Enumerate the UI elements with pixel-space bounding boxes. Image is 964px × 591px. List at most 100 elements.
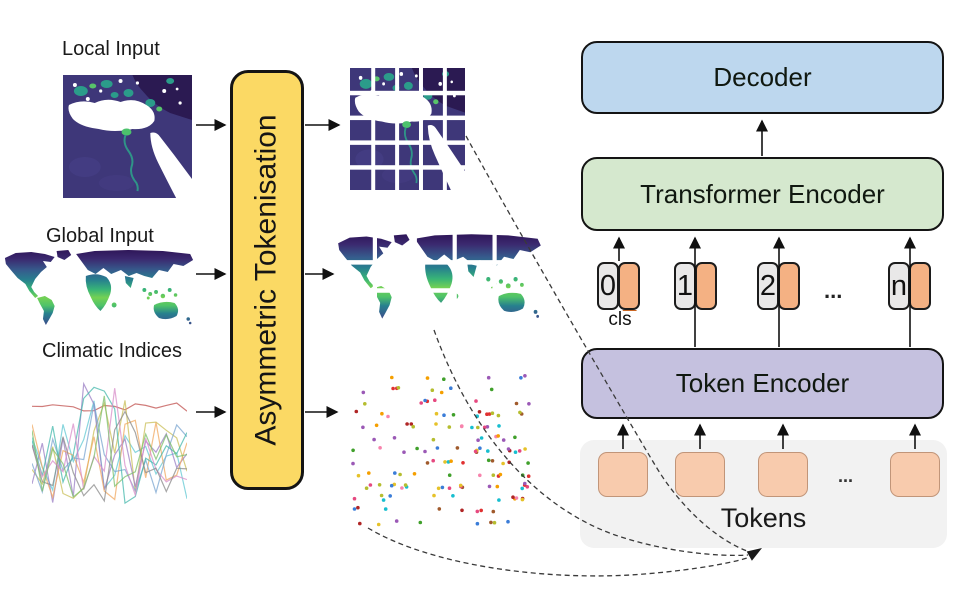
token-dot (523, 374, 527, 378)
token-dot (495, 484, 500, 489)
token-dot (513, 435, 517, 440)
token-dot (377, 483, 382, 487)
token-dot (486, 375, 491, 380)
token-dot (489, 520, 493, 525)
token-dot (435, 446, 440, 450)
tokens-panel-ellipsis: ... (838, 466, 854, 486)
token-dot (451, 494, 455, 498)
token-dot (388, 494, 392, 498)
token-dot (402, 450, 406, 454)
token-dot (447, 473, 452, 477)
token-square-1 (598, 452, 648, 497)
token-dot (491, 473, 496, 477)
token-dot (470, 425, 474, 430)
token-dot (496, 413, 501, 418)
token-dot (449, 386, 453, 390)
token-dot (476, 438, 480, 442)
climatic-index-line (32, 388, 187, 498)
token-dot (442, 413, 446, 417)
token-dot (434, 411, 439, 416)
token-dot (374, 423, 379, 428)
climatic-index-line (32, 402, 187, 412)
token-dot (419, 401, 423, 405)
token-dot (381, 498, 386, 502)
token-dot (492, 520, 497, 525)
token-square-n (890, 452, 940, 497)
position-token-1: 1 (674, 262, 717, 310)
cls-label: cls (608, 309, 632, 330)
token-dot (474, 399, 478, 403)
token-embedding-n (909, 262, 931, 310)
token-dot (436, 486, 441, 491)
climatic-indices-chart (32, 381, 187, 505)
asymmetric-tokenisation-label: Asymmetric Tokenisation (250, 114, 284, 446)
token-square-2 (675, 452, 725, 497)
token-dot (437, 507, 442, 511)
token-dot (409, 422, 414, 426)
token-dot (479, 508, 483, 513)
token-dot (498, 472, 503, 477)
token-dot (506, 519, 510, 524)
position-token-cls: 0 _ (597, 262, 640, 313)
token-dot (376, 522, 381, 527)
token-dot (439, 390, 444, 395)
climatic-index-line (32, 419, 187, 501)
token-dot (431, 437, 436, 442)
token-dot (415, 446, 419, 451)
token-dot (379, 493, 384, 498)
token-dot (418, 520, 423, 525)
tokens-label: Tokens (720, 503, 807, 533)
token-dot (361, 425, 365, 430)
token-dot (400, 486, 404, 490)
token-dot (496, 434, 500, 438)
token-dot (423, 398, 427, 403)
token-dot (520, 486, 524, 491)
token-dot (403, 483, 408, 487)
token-dot (490, 411, 495, 415)
position-index-n: n (888, 262, 910, 310)
position-token-2: 2 (757, 262, 800, 310)
local-input-map (63, 75, 192, 198)
token-dot (440, 485, 445, 490)
global-input-label: Global Input (46, 225, 154, 247)
position-index-1: 1 (674, 262, 696, 310)
token-dot (511, 495, 515, 499)
token-dot (514, 401, 519, 406)
token-dot (490, 459, 495, 463)
token-dot (475, 509, 480, 514)
token-dot (482, 425, 487, 430)
token-dot (447, 425, 452, 429)
token-dot (523, 481, 527, 486)
token-dot (358, 521, 362, 526)
token-embedding-2 (778, 262, 800, 310)
token-dot (491, 509, 496, 514)
token-dot (478, 473, 482, 478)
token-dot (477, 410, 482, 414)
token-dot (412, 472, 417, 476)
token-dot (486, 458, 491, 463)
token-dot (523, 447, 527, 451)
token-dot (486, 449, 490, 453)
token-dot (460, 424, 464, 428)
token-dot (518, 410, 522, 415)
token-dot (378, 446, 382, 450)
tokens-panel: ... Tokens (580, 440, 947, 548)
token-dot (389, 483, 394, 488)
token-dot (394, 519, 399, 523)
token-embedding-1 (695, 262, 717, 310)
position-index-0: 0 (597, 262, 619, 310)
token-dot (451, 413, 456, 417)
token-dot (352, 496, 357, 501)
global-input-map (4, 250, 194, 325)
token-dot (455, 446, 460, 450)
position-index-2: 2 (757, 262, 779, 310)
cls-embedding-slot: _ (618, 262, 640, 313)
token-dot (475, 414, 479, 418)
asymmetric-tokenisation-box: Asymmetric Tokenisation (230, 70, 304, 490)
token-dot (497, 498, 501, 502)
token-dot (351, 461, 355, 466)
climatic-index-line (32, 386, 187, 505)
token-encoder-label: Token Encoder (675, 368, 850, 398)
token-dot (506, 447, 511, 451)
token-dot (434, 422, 438, 426)
